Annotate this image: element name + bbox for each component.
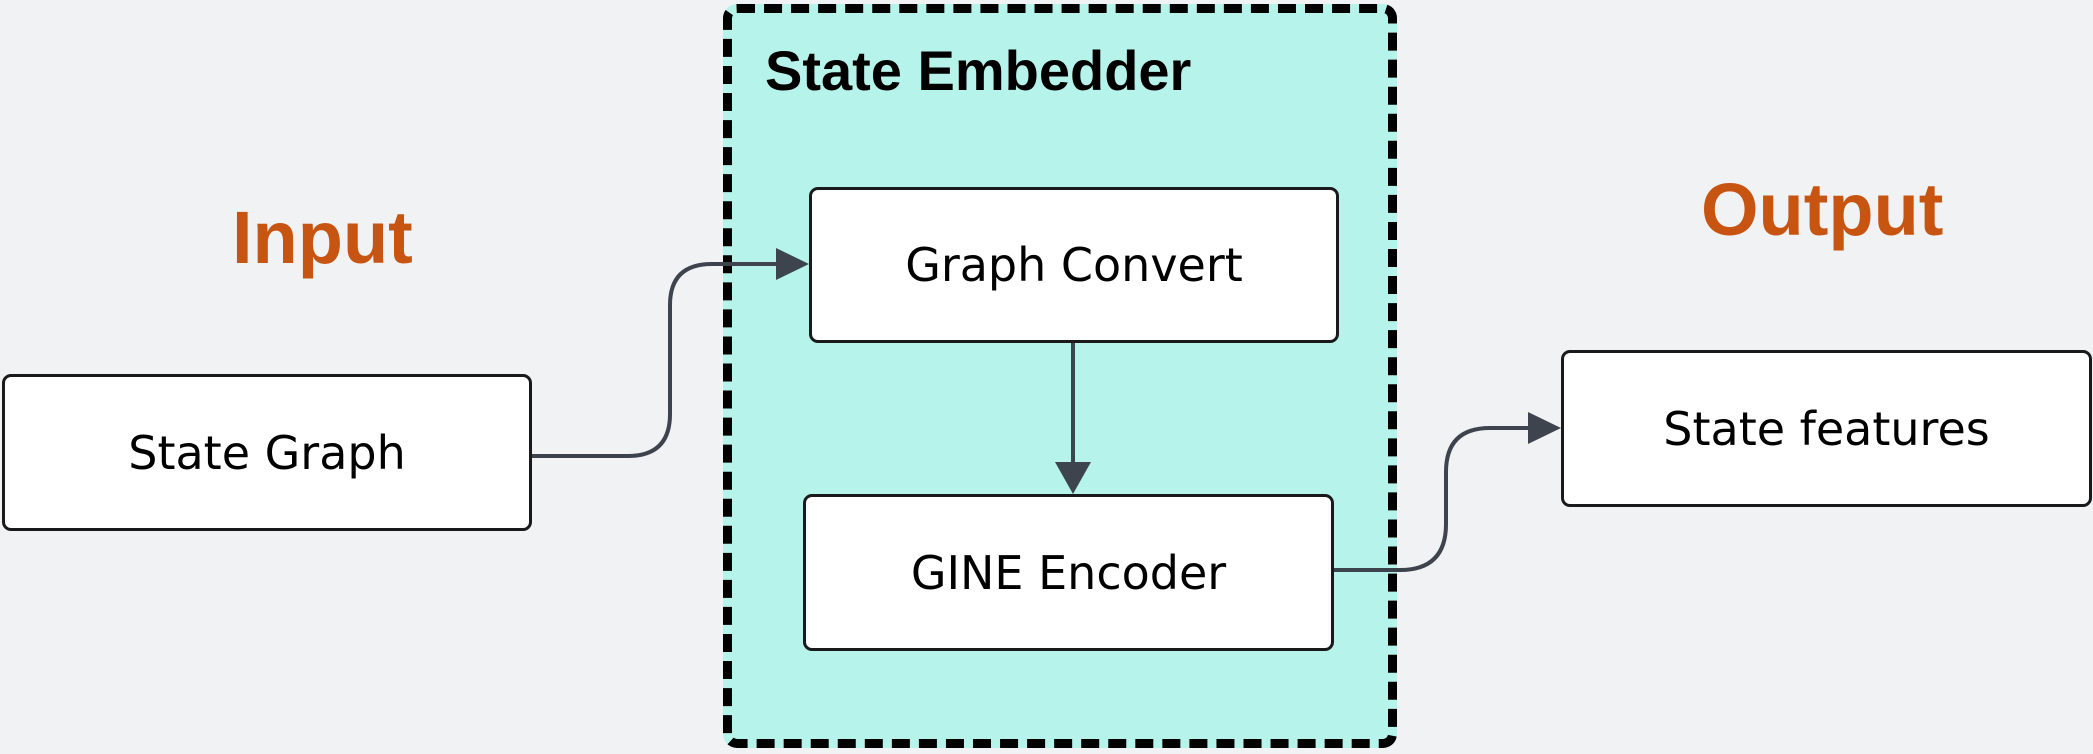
gine-encoder-label: GINE Encoder [910,545,1227,600]
node-gine-encoder: GINE Encoder [803,494,1334,651]
state-features-label: State features [1663,401,1990,456]
input-label: Input [232,196,413,279]
state-graph-label: State Graph [128,425,406,480]
graph-convert-label: Graph Convert [905,238,1243,292]
state-embedder-title: State Embedder [765,39,1192,102]
output-label: Output [1701,168,1944,251]
node-state-graph: State Graph [2,374,532,531]
node-state-features: State features [1561,350,2092,507]
arrowhead-state-features [1528,412,1561,444]
node-graph-convert: Graph Convert [809,187,1339,343]
